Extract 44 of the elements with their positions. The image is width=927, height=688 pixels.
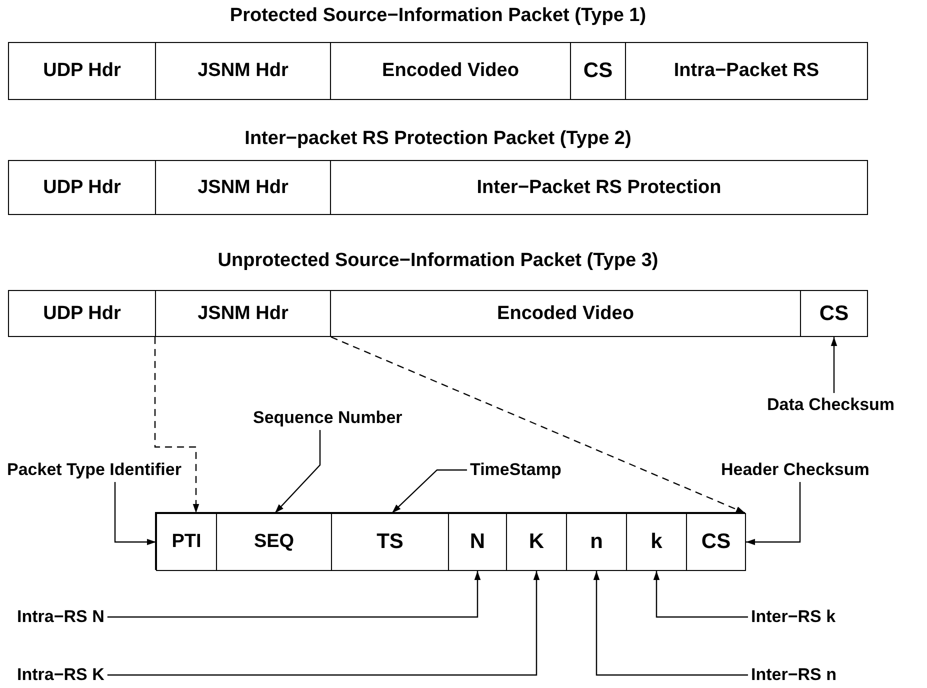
packet-field: SEQ bbox=[216, 513, 332, 571]
packet-field: JSNM Hdr bbox=[155, 42, 331, 100]
packet-field: CS bbox=[800, 290, 868, 337]
leader-arrow bbox=[653, 571, 748, 618]
field-label: Intra−RS K bbox=[14, 663, 108, 687]
field-label: TimeStamp bbox=[467, 458, 564, 482]
leader-arrow bbox=[830, 337, 838, 393]
packet-field: N bbox=[448, 513, 507, 571]
packet-field: UDP Hdr bbox=[8, 42, 156, 100]
field-label: Sequence Number bbox=[250, 406, 406, 430]
packet-field: JSNM Hdr bbox=[155, 290, 331, 337]
leader-arrow bbox=[274, 430, 321, 514]
field-label: Data Checksum bbox=[764, 393, 898, 417]
packet-field: K bbox=[506, 513, 567, 571]
packet-title: Protected Source−Information Packet (Type 1) bbox=[228, 5, 648, 27]
dashed-arrow bbox=[330, 336, 746, 514]
packet-field: CS bbox=[570, 42, 626, 100]
dashed-arrow bbox=[154, 337, 200, 513]
leader-arrow bbox=[746, 482, 801, 546]
packet-field: n bbox=[566, 513, 627, 571]
packet-field: CS bbox=[686, 513, 746, 571]
packet-field: UDP Hdr bbox=[8, 290, 156, 337]
field-label: Inter−RS k bbox=[748, 605, 839, 629]
header-box bbox=[155, 512, 745, 570]
field-label: Intra−RS N bbox=[14, 605, 108, 629]
packet-field: k bbox=[626, 513, 687, 571]
field-label: Header Checksum bbox=[718, 458, 872, 482]
packet-field: JSNM Hdr bbox=[155, 160, 331, 215]
packet-field: Inter−Packet RS Protection bbox=[330, 160, 868, 215]
packet-field: Encoded Video bbox=[330, 42, 571, 100]
packet-title: Unprotected Source−Information Packet (Type 3) bbox=[216, 250, 660, 272]
packet-field: UDP Hdr bbox=[8, 160, 156, 215]
packet-field: PTI bbox=[156, 513, 217, 571]
field-label: Packet Type Identifier bbox=[4, 458, 184, 482]
packet-field: Encoded Video bbox=[330, 290, 801, 337]
leader-arrow bbox=[114, 482, 156, 546]
leader-arrow bbox=[392, 469, 467, 514]
field-label: Inter−RS n bbox=[748, 663, 840, 687]
packet-field: Intra−Packet RS bbox=[625, 42, 868, 100]
leader-arrow bbox=[107, 571, 540, 676]
leader-arrow bbox=[107, 571, 481, 618]
leader-arrow bbox=[593, 571, 748, 676]
packet-title: Inter−packet RS Protection Packet (Type 2) bbox=[244, 128, 632, 150]
packet-field: TS bbox=[331, 513, 449, 571]
